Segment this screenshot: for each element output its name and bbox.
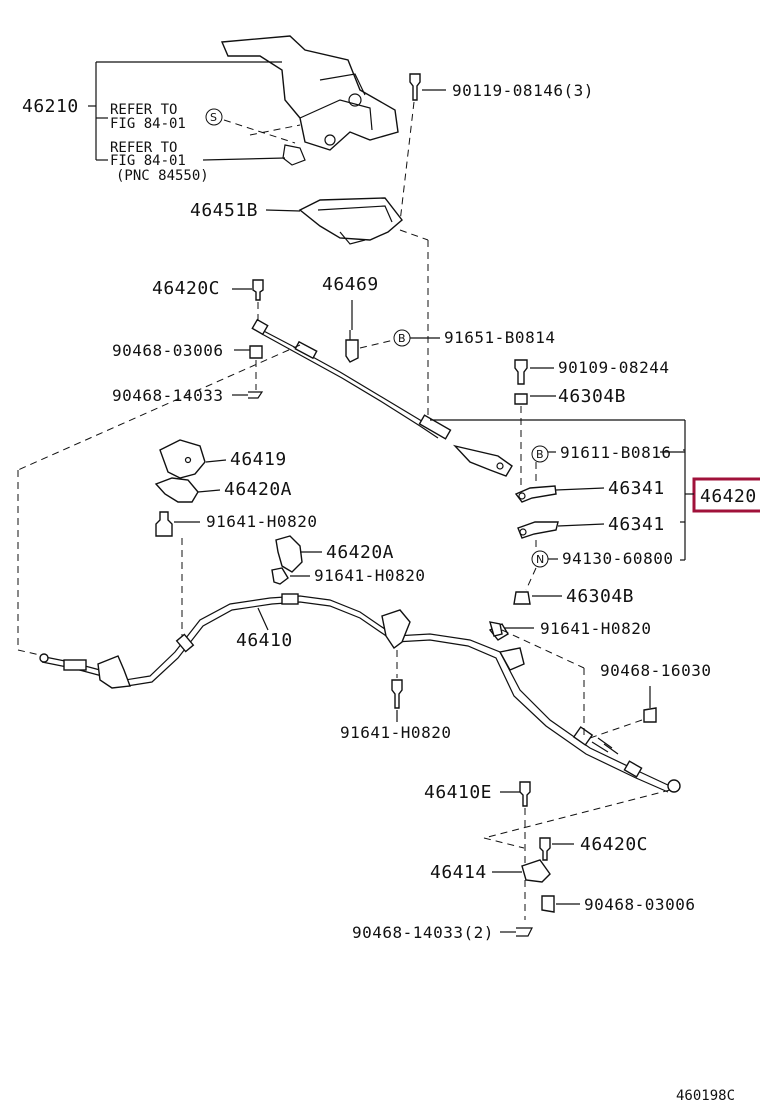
lever-46341-b-icon bbox=[517, 521, 559, 539]
marker-s-icon: S bbox=[205, 108, 223, 126]
label-46420a-2: 46420A bbox=[326, 542, 394, 563]
label-90468-03006-top: 90468-03006 bbox=[112, 341, 223, 360]
label-46414: 46414 bbox=[430, 862, 487, 883]
bolt-91641-b-icon bbox=[271, 567, 289, 585]
label-46410: 46410 bbox=[236, 630, 293, 651]
bushing-46304b-bottom-icon bbox=[513, 591, 531, 605]
lever-46341-a-icon bbox=[514, 485, 557, 503]
label-90119-08146: 90119-08146(3) bbox=[452, 81, 594, 100]
bracket-46451b-icon bbox=[298, 197, 403, 245]
figure-code: 460198C bbox=[676, 1088, 735, 1104]
bracket-46414-icon bbox=[521, 859, 551, 883]
clip-90468-03006-bottom-icon bbox=[541, 895, 555, 913]
front-cable bbox=[251, 318, 513, 477]
label-46419: 46419 bbox=[230, 449, 287, 470]
bushing-46304b-top-icon bbox=[514, 393, 528, 405]
rear-cable-46410 bbox=[39, 593, 681, 793]
svg-text:N: N bbox=[536, 553, 544, 566]
refer-fig-text-1: FIG 84-01 bbox=[110, 116, 186, 132]
clip-90468-16030-icon bbox=[643, 707, 657, 723]
label-90109-08244: 90109-08244 bbox=[558, 358, 669, 377]
bracket-46420a-1-icon bbox=[154, 477, 199, 503]
label-46341-a: 46341 bbox=[608, 478, 665, 499]
parking-brake-lever-assembly bbox=[220, 35, 399, 166]
bolt-90119-icon bbox=[409, 73, 421, 101]
label-91641-h0820-c: 91641-H0820 bbox=[340, 723, 451, 742]
svg-text:S: S bbox=[210, 111, 217, 124]
label-46304b-bottom: 46304B bbox=[566, 586, 634, 607]
clip-90468-03006-top-icon bbox=[249, 345, 263, 359]
label-94130-60800: 94130-60800 bbox=[562, 549, 673, 568]
label-46420-highlighted: 46420 bbox=[700, 486, 757, 507]
marker-b-icon: B bbox=[531, 445, 549, 463]
group-bracket-46210 bbox=[88, 61, 286, 161]
clip-90468-14033-bottom-icon bbox=[516, 927, 533, 937]
label-46210: 46210 bbox=[22, 96, 79, 117]
label-90468-14033-bottom: 90468-14033(2) bbox=[352, 923, 494, 942]
bolt-91641-a-icon bbox=[155, 511, 173, 537]
bolt-91641-d-icon bbox=[489, 621, 503, 637]
bolt-90109-icon bbox=[514, 359, 528, 385]
label-90468-16030: 90468-16030 bbox=[600, 661, 711, 680]
label-46341-b: 46341 bbox=[608, 514, 665, 535]
label-91611-b0816: 91611-B0816 bbox=[560, 443, 671, 462]
label-46304b-top: 46304B bbox=[558, 386, 626, 407]
guard-46419-icon bbox=[159, 439, 206, 479]
pin-46410e-icon bbox=[519, 781, 531, 807]
label-46420c-bottom: 46420C bbox=[580, 834, 648, 855]
label-90468-14033-top: 90468-14033 bbox=[112, 386, 223, 405]
svg-text:B: B bbox=[536, 448, 544, 461]
refer-pnc-text: (PNC 84550) bbox=[116, 168, 209, 184]
marker-b-icon: B bbox=[393, 329, 411, 347]
label-91641-h0820-b: 91641-H0820 bbox=[314, 566, 425, 585]
svg-text:B: B bbox=[398, 332, 406, 345]
refer-to-text-1: REFER TO bbox=[110, 102, 177, 118]
bolt-91641-c-icon bbox=[391, 679, 403, 709]
label-91641-h0820-d: 91641-H0820 bbox=[540, 619, 651, 638]
highlighted-part-box bbox=[692, 477, 760, 513]
pin-46420c-bottom-icon bbox=[539, 837, 551, 861]
label-46451b: 46451B bbox=[190, 200, 258, 221]
label-90468-03006-bottom: 90468-03006 bbox=[584, 895, 695, 914]
label-46469: 46469 bbox=[322, 274, 379, 295]
clip-90468-14033-top-icon bbox=[248, 391, 264, 399]
marker-n-icon: N bbox=[531, 550, 549, 568]
bracket-46420a-2-icon bbox=[275, 535, 303, 573]
refer-to-text-2: REFER TO bbox=[110, 140, 177, 156]
label-46420c-top: 46420C bbox=[152, 278, 220, 299]
pin-46420c-top-icon bbox=[252, 279, 264, 301]
label-91651-b0814: 91651-B0814 bbox=[444, 328, 555, 347]
label-91641-h0820-a: 91641-H0820 bbox=[206, 512, 317, 531]
refer-fig-text-2: FIG 84-01 bbox=[110, 153, 186, 169]
label-46420a-1: 46420A bbox=[224, 479, 292, 500]
label-46410e: 46410E bbox=[424, 782, 492, 803]
clip-46469-icon bbox=[345, 330, 359, 363]
